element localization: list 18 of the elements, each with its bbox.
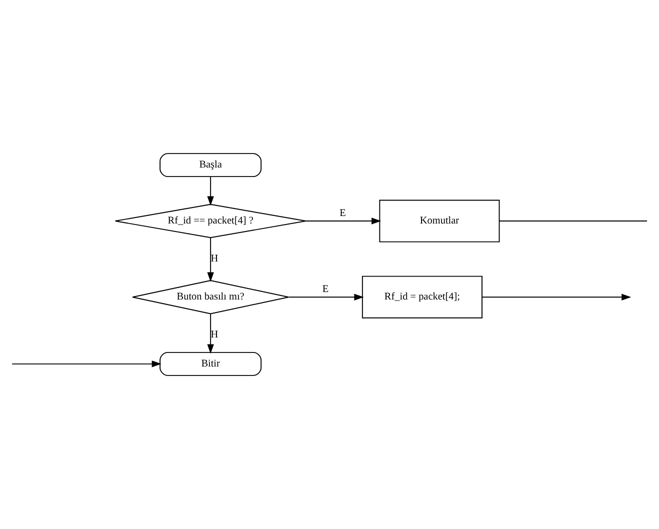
arrow [306,218,382,224]
arrow [288,294,364,300]
arrow [482,294,632,300]
node-box: Komutlar [379,200,500,242]
node-diamond: Rf_id == packet[4] ? [114,204,306,238]
node-box: Rf_id = packet[4]; [362,276,482,318]
arrow [12,360,162,368]
arrow [207,176,214,206]
edge-label: H [210,330,218,341]
connector [498,220,648,222]
edge-label: E [322,284,329,295]
node-box: Başla [160,153,262,178]
node-box: Bitir [160,352,262,376]
arrow [207,237,214,282]
node-diamond: Buton basılı mı? [132,280,290,314]
edge-label: E [340,208,346,219]
edge-label: H [210,253,218,264]
arrow [207,313,214,354]
